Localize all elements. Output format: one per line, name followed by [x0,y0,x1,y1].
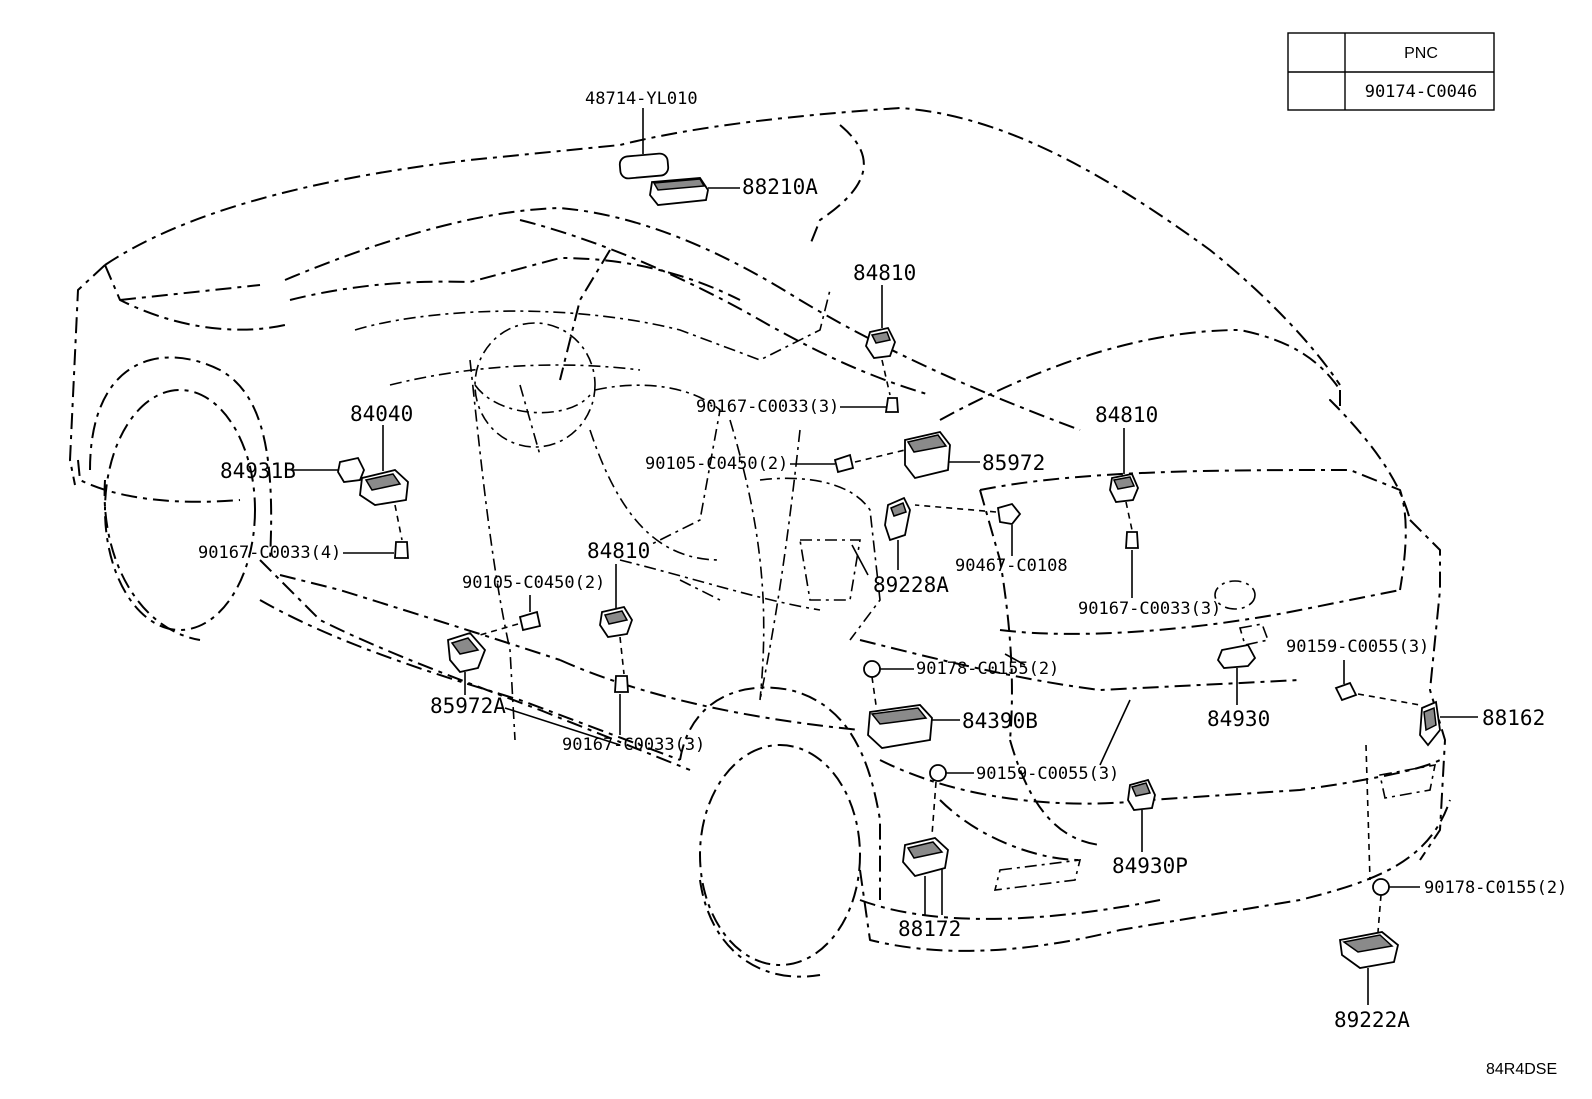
switch-84810-mid-part [599,564,633,735]
label-84930: 84930 [1207,707,1270,731]
label-88172: 88172 [898,917,961,941]
label-84810-mid: 84810 [587,539,650,563]
label-85972: 85972 [982,451,1045,475]
label-88210a: 88210A [742,175,818,199]
module-88210a-part [649,177,740,206]
leader-85972a-body [504,707,621,746]
sensor-85972a-part [447,631,487,695]
switch-84040-part [343,425,409,559]
label-90167-c0033-3-top: 90167-C0033(3) [696,397,839,417]
label-84390b: 84390B [962,709,1038,733]
label-84931b: 84931B [220,459,296,483]
label-90105-c0450-2-mid: 90105-C0450(2) [645,454,788,474]
label-48714-yl010: 48714-YL010 [585,89,698,109]
module-88172-part [902,837,949,915]
sensor-89228a-part [884,496,911,570]
label-90167-c0033-3-right: 90167-C0033(3) [1078,599,1221,619]
bolt-90159-right-part [1334,660,1421,706]
switch-84810-top-part [840,285,899,413]
vehicle-body-outline [69,107,1451,978]
module-84390b-part [867,704,960,749]
label-90159-c0055-3-right: 90159-C0055(3) [1286,637,1429,657]
label-90167-c0033-3-low: 90167-C0033(3) [562,735,705,755]
pnc-table-value: 90174-C0046 [1365,82,1478,102]
label-90167-c0033-4: 90167-C0033(4) [198,543,341,563]
label-84810-right: 84810 [1095,403,1158,427]
label-84930p: 84930P [1112,854,1188,878]
leader-90159-body [1099,699,1131,766]
label-89228a: 89228A [873,573,949,597]
switch-84930p-part [1127,778,1156,852]
clip-90467-part [914,502,1022,556]
switch-84810-right-part [1109,428,1139,598]
diagram-code: 84R4DSE [1486,1061,1557,1078]
leader-90178-body [1004,653,1026,666]
nut-90178-mid-part [863,660,914,706]
label-84810-top: 84810 [853,261,916,285]
garnish-48714-part [618,108,670,180]
label-89222a: 89222A [1334,1008,1410,1032]
sensor-85972-part [904,430,980,480]
leader-89228a-body [851,544,869,576]
part-labels: 48714-YL010 88210A 84810 90167-C0033(3) … [198,89,1567,1032]
pnc-table: PNC 90174-C0046 [1287,32,1495,111]
sensor-89222a-part [1338,931,1400,1005]
label-85972a: 85972A [430,694,506,718]
pnc-table-header: PNC [1404,45,1438,62]
label-88162: 88162 [1482,706,1545,730]
bolt-90159-low-part [929,764,974,836]
bolt-90105-mid-part [790,449,906,474]
sensor-88162-part [1419,700,1478,747]
label-90178-c0155-2-low: 90178-C0155(2) [1424,878,1567,898]
label-90178-c0155-2-mid: 90178-C0155(2) [916,659,1059,679]
switch-84930-part [1216,623,1270,705]
label-84040: 84040 [350,402,413,426]
label-90159-c0055-3-low: 90159-C0055(3) [976,764,1119,784]
bolt-90105-low-part [479,595,542,636]
nut-90178-low-part [1365,744,1420,933]
label-90105-c0450-2-low: 90105-C0450(2) [462,573,605,593]
switch-84931b-part [292,456,365,483]
label-90467-c0108: 90467-C0108 [955,556,1068,576]
